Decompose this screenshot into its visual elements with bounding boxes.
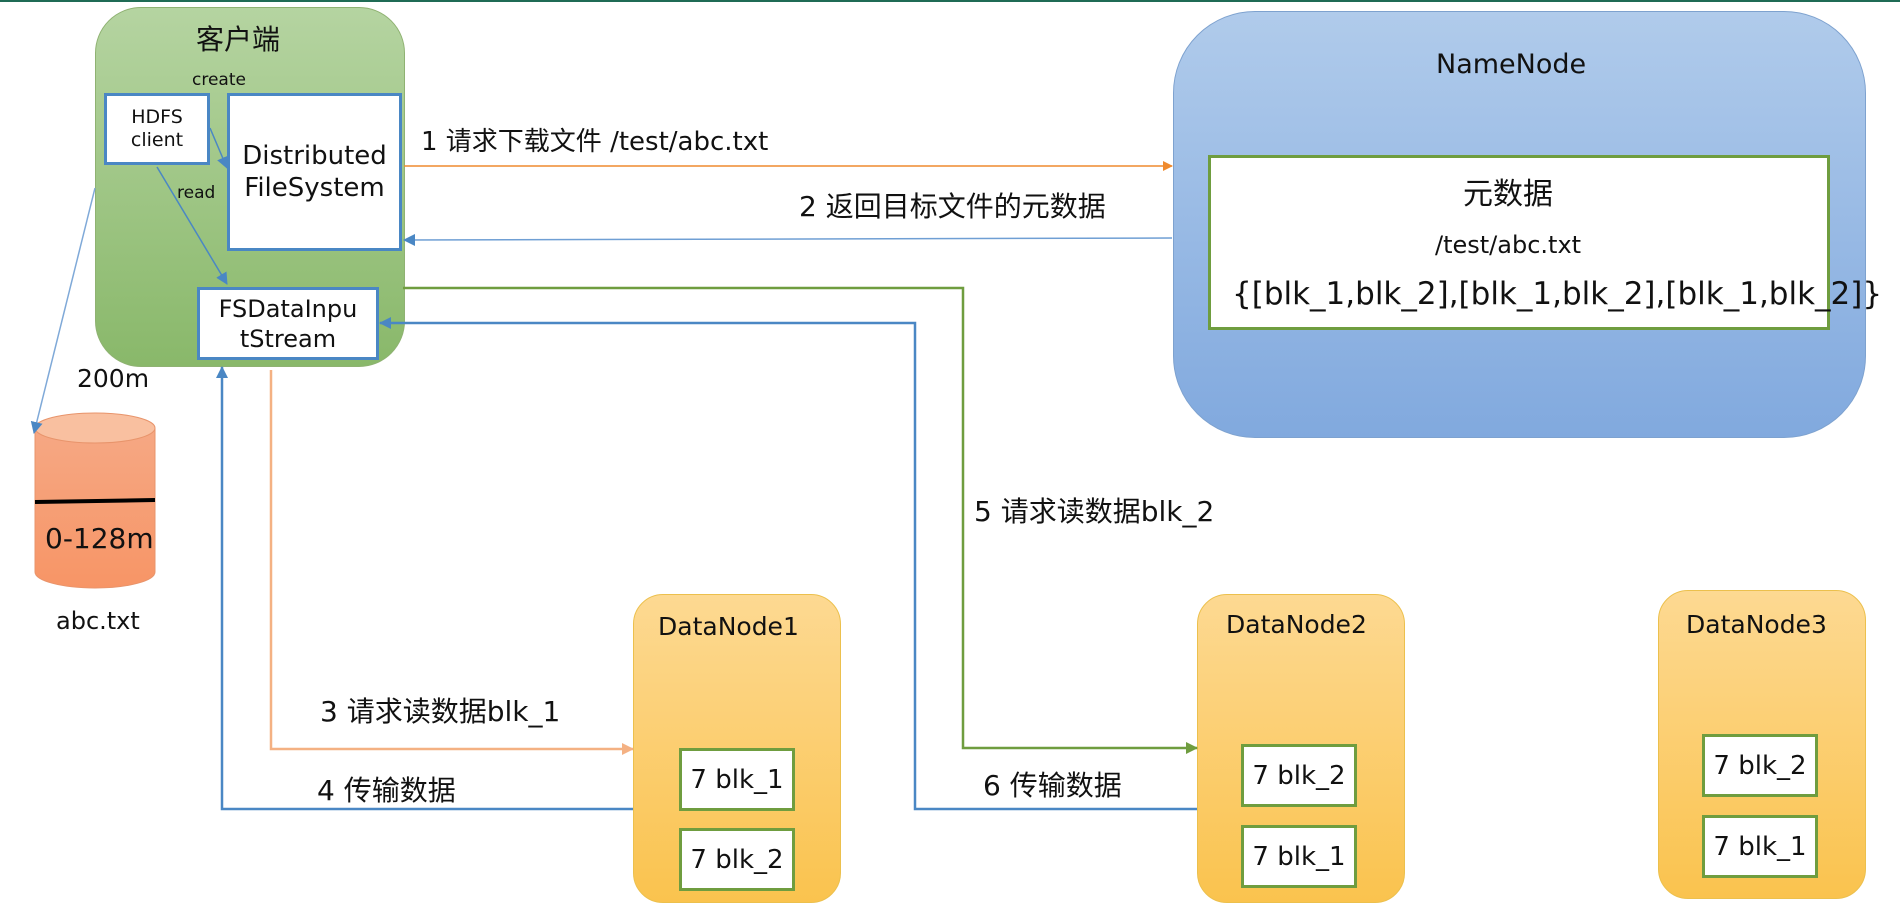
client-title: 客户端 — [196, 23, 281, 56]
step5-label: 5 请求读数据blk_2 — [974, 495, 1215, 528]
file-block-label: 0-128m — [45, 522, 154, 555]
step4-label: 4 传输数据 — [317, 774, 456, 807]
top-border-line — [0, 0, 1900, 2]
datanode1-title: DataNode1 — [658, 612, 799, 641]
client-to-file-arrow — [30, 187, 96, 434]
metadata-path: /test/abc.txt — [1435, 231, 1582, 259]
datanode2-block-2: 7 blk_1 — [1241, 825, 1357, 888]
create-label: create — [192, 70, 246, 90]
datanode2-block-1: 7 blk_2 — [1241, 744, 1357, 807]
file-name-label: abc.txt — [56, 607, 140, 635]
step6-label: 6 传输数据 — [983, 769, 1122, 802]
file-size-label: 200m — [77, 364, 150, 393]
step3-label: 3 请求读数据blk_1 — [320, 695, 561, 728]
datanode3-title: DataNode3 — [1686, 610, 1827, 639]
datanode2-title: DataNode2 — [1226, 610, 1367, 639]
step6-arrow — [379, 317, 1197, 811]
step2-label: 2 返回目标文件的元数据 — [799, 190, 1106, 223]
step4-arrow — [216, 366, 633, 811]
step2-arrow — [403, 233, 1173, 246]
read-arrow — [156, 166, 228, 285]
metadata-box — [1208, 155, 1830, 330]
fsdatainputstream-box[interactable]: FSDataInpu tStream — [197, 287, 379, 360]
step3-arrow — [269, 370, 634, 755]
step5-arrow — [403, 286, 1198, 754]
datanode3-block-2: 7 blk_1 — [1702, 815, 1818, 878]
datanode1-block-1: 7 blk_1 — [679, 748, 795, 811]
metadata-blocks: {[blk_1,blk_2],[blk_1,blk_2],[blk_1,blk_… — [1232, 276, 1883, 312]
create-arrow — [209, 127, 229, 169]
step1-label: 1 请求下载文件 /test/abc.txt — [421, 127, 769, 157]
namenode-title: NameNode — [1436, 49, 1587, 80]
distributed-filesystem-box[interactable]: Distributed FileSystem — [227, 93, 402, 251]
hdfs-client-box[interactable]: HDFS client — [104, 93, 210, 165]
datanode1-block-2: 7 blk_2 — [679, 828, 795, 891]
datanode3-block-1: 7 blk_2 — [1702, 734, 1818, 797]
read-label: read — [177, 183, 216, 203]
metadata-title: 元数据 — [1463, 177, 1553, 212]
